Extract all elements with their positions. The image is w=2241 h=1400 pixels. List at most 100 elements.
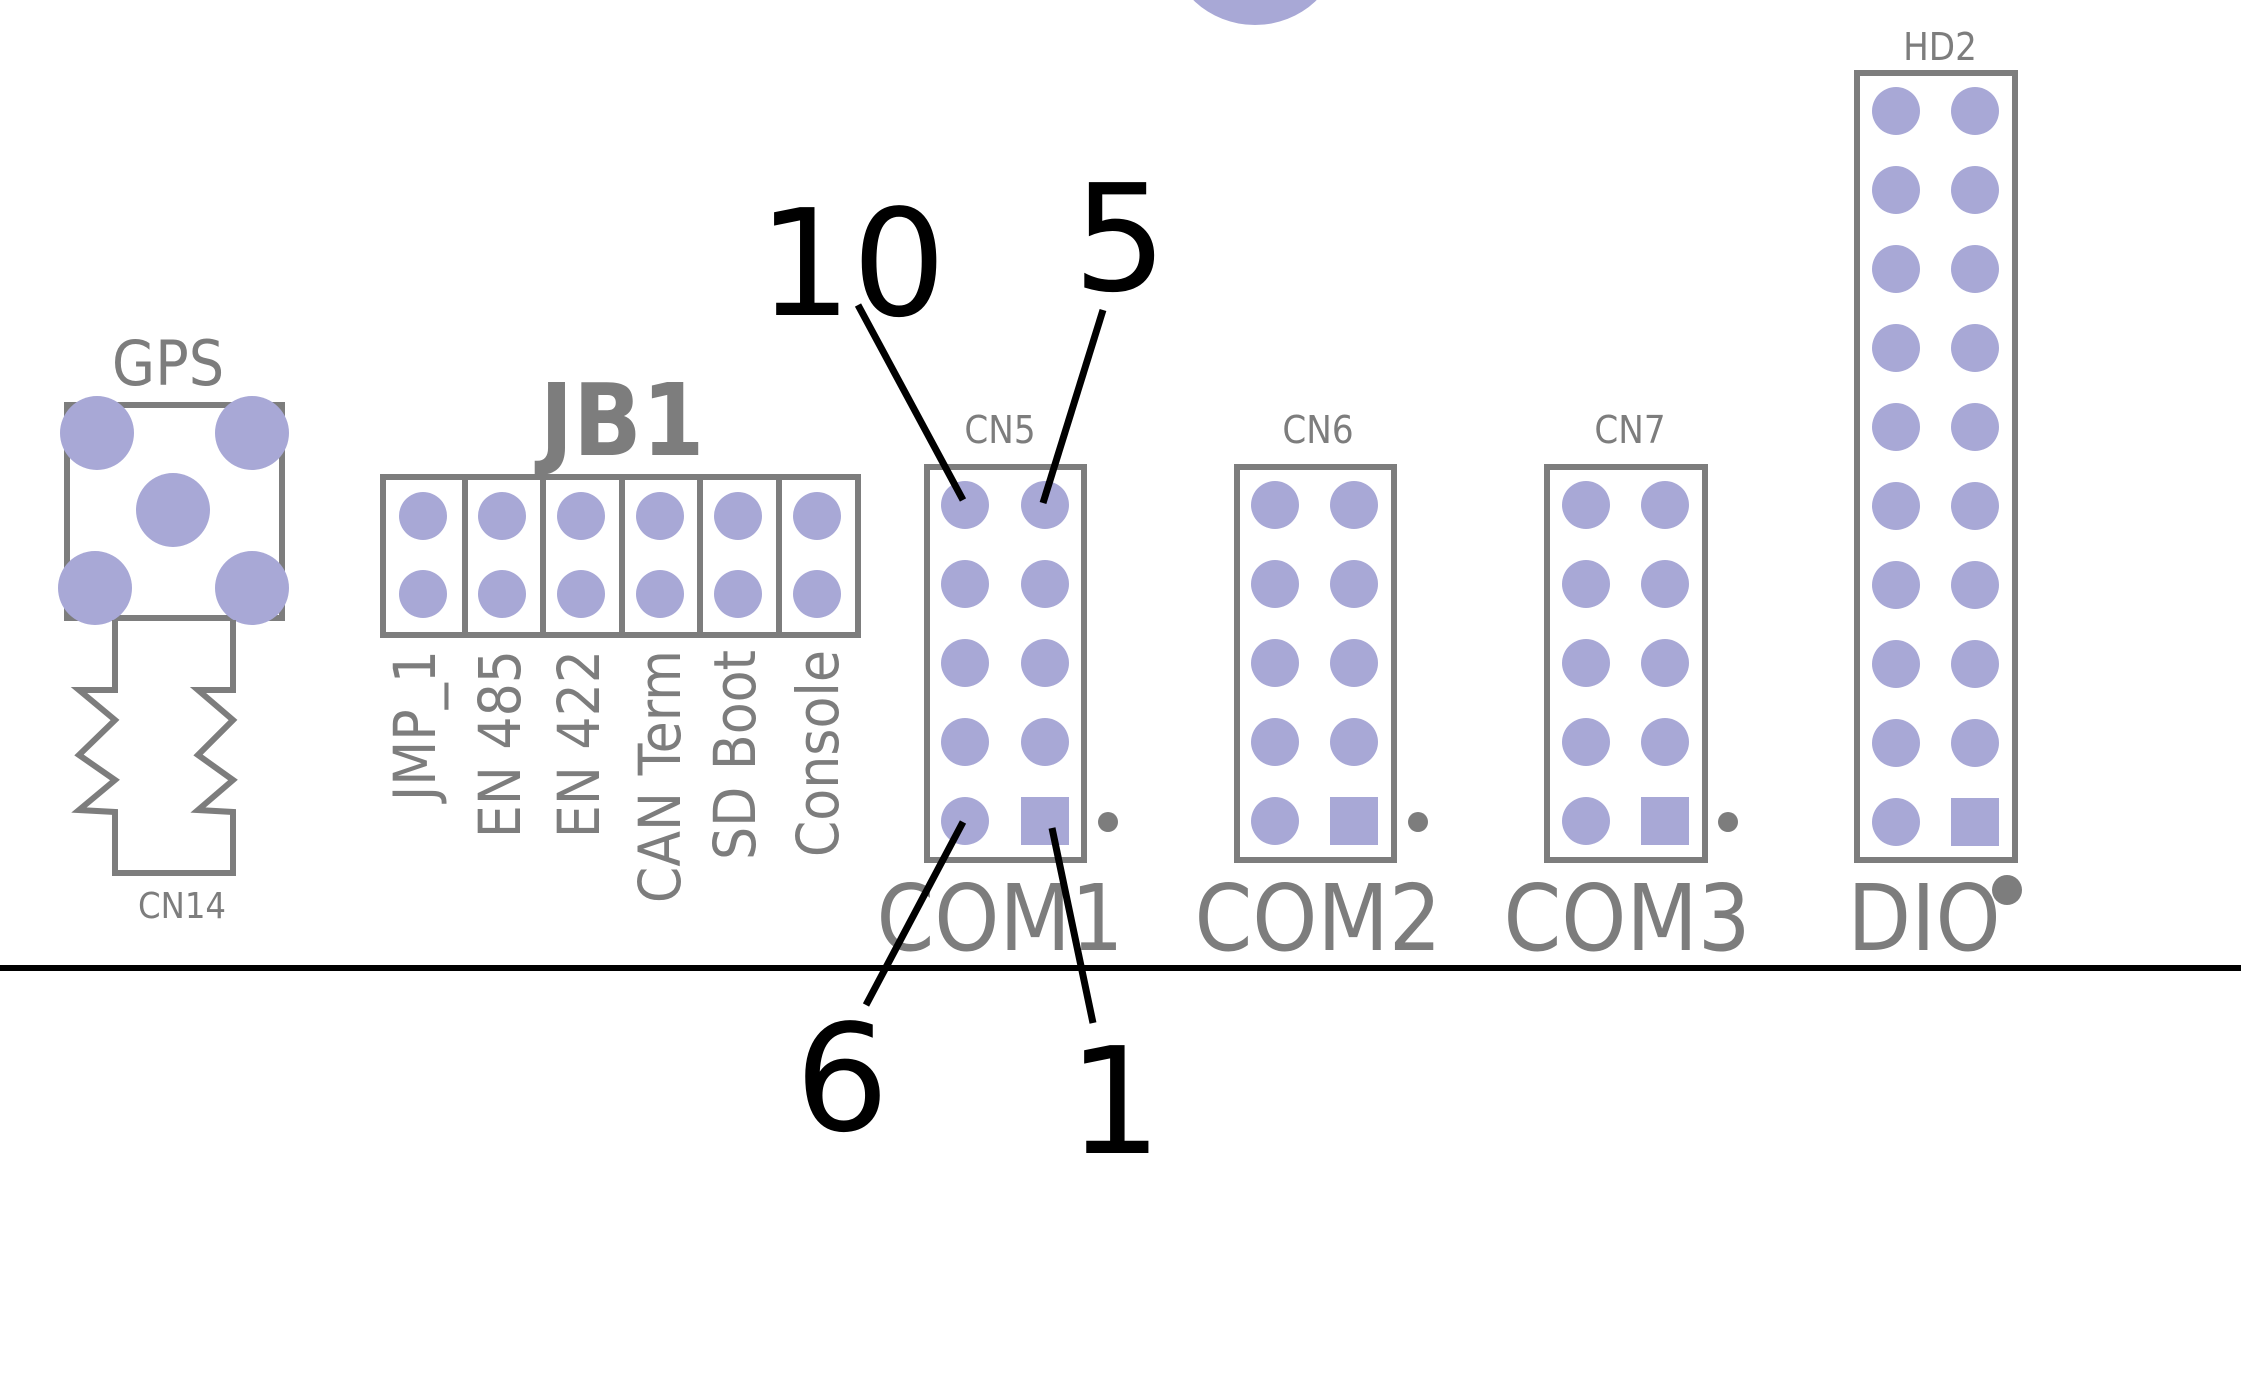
callout-label-5: 5 [1073,153,1167,325]
pin-pad [1872,403,1920,451]
pin-pad [1562,718,1610,766]
gps-pad [215,551,289,625]
header-pads [1872,87,1999,846]
gps-pad [136,473,210,547]
pin-pad [1872,166,1920,214]
callout-label-1: 1 [1068,1016,1162,1188]
pin-pad [1251,797,1299,845]
header-outline [924,464,1087,863]
header-outline [1544,464,1708,863]
mounting-hole-pad [1193,0,1317,25]
pin-pad [1951,166,1999,214]
gps-outline [64,402,285,621]
header-name-label: COM1 [876,865,1123,972]
header-ref-label: CN7 [1594,408,1665,452]
gps-pad [60,396,134,470]
pin-pad [1251,560,1299,608]
pin1-marker-dot [1098,812,1118,832]
jumper-label: SD Boot [701,650,769,860]
jb1-dividers [462,477,782,635]
jumper-label: EN 485 [466,650,534,838]
header-pads [1251,481,1378,845]
jumper-pad [478,570,526,618]
jumper-pad [714,492,762,540]
pin-pad [1872,798,1920,846]
header-name-label: DIO [1847,865,2000,972]
pin-pad [941,481,989,529]
callout-label-10: 10 [758,178,946,350]
jumper-label: CAN Term [626,650,694,903]
cn14-label: CN14 [138,886,226,927]
header-pads [941,481,1069,845]
pin-pad [1951,719,1999,767]
pin-pad [1330,718,1378,766]
pin-pad [1021,639,1069,687]
jb1-jumper-labels: JMP_1 EN 485 EN 422 CAN Term SD Boot Con… [381,650,852,903]
callout-line-5 [1039,308,1107,505]
pin-pad [1562,797,1610,845]
pin-pad [1641,481,1689,529]
pin-pad [1951,324,1999,372]
pin-pad [941,718,989,766]
pin-pad [1872,324,1920,372]
jumper-pad [478,492,526,540]
callout-label-6: 6 [795,993,889,1165]
jb1-jumper-block: JB1 JMP_1 EN 485 EN 422 CAN Term SD Boot… [380,362,861,903]
pin-pad [1021,481,1069,529]
pin-pad [1951,482,1999,530]
jumper-label: EN 422 [545,650,613,838]
header-pads [1562,481,1689,845]
header-ref-label: CN6 [1282,408,1353,452]
pin-pad [1872,87,1920,135]
pin-pad [941,639,989,687]
header-cn7-com3: CN7 COM3 [1503,408,1750,972]
gps-connector: GPS CN14 [58,327,289,927]
pin-pad [1641,560,1689,608]
callout-line-6 [862,820,967,1007]
pin-pad [1951,87,1999,135]
header-ref-label: HD2 [1903,25,1977,69]
jumper-pad [636,492,684,540]
jumper-pad [793,570,841,618]
jb1-pads [399,492,841,618]
pin1-marker-dot [1992,875,2022,905]
pin1-marker-dot [1408,812,1428,832]
header-name-label: COM3 [1503,865,1750,972]
jb1-label: JB1 [534,362,705,479]
callout-line-10 [854,303,967,502]
pin-pad [1641,639,1689,687]
header-name-label: COM2 [1194,865,1441,972]
pin-pad [1951,245,1999,293]
callout-line-1 [1048,827,1097,1024]
pin-callouts: 10 5 6 1 [758,153,1167,1188]
pin-pad [1872,245,1920,293]
gps-label: GPS [112,327,224,400]
pin1-square-pad [1951,798,1999,846]
pin-pad [941,560,989,608]
pin-pad [1330,481,1378,529]
header-outline [1854,70,2018,863]
pin-pad [1872,561,1920,609]
pin-pad [1951,640,1999,688]
jumper-pad [714,570,762,618]
gps-pad [58,551,132,625]
jumper-pad [557,570,605,618]
header-cn6-com2: CN6 COM2 [1194,408,1441,972]
pin-pad [1641,718,1689,766]
jumper-pad [399,492,447,540]
pin1-marker-dot [1718,812,1738,832]
pin-pad [1951,561,1999,609]
gps-pad [215,396,289,470]
pin-pad [941,797,989,845]
header-cn5-com1: CN5 COM1 [876,408,1123,972]
pin-pad [1251,718,1299,766]
pin1-square-pad [1330,797,1378,845]
jumper-pad [399,570,447,618]
pin-pad [1330,560,1378,608]
pin-pad [1251,481,1299,529]
jumper-pad [793,492,841,540]
pin-pad [1021,560,1069,608]
jumper-pad [636,570,684,618]
pin-pad [1872,719,1920,767]
